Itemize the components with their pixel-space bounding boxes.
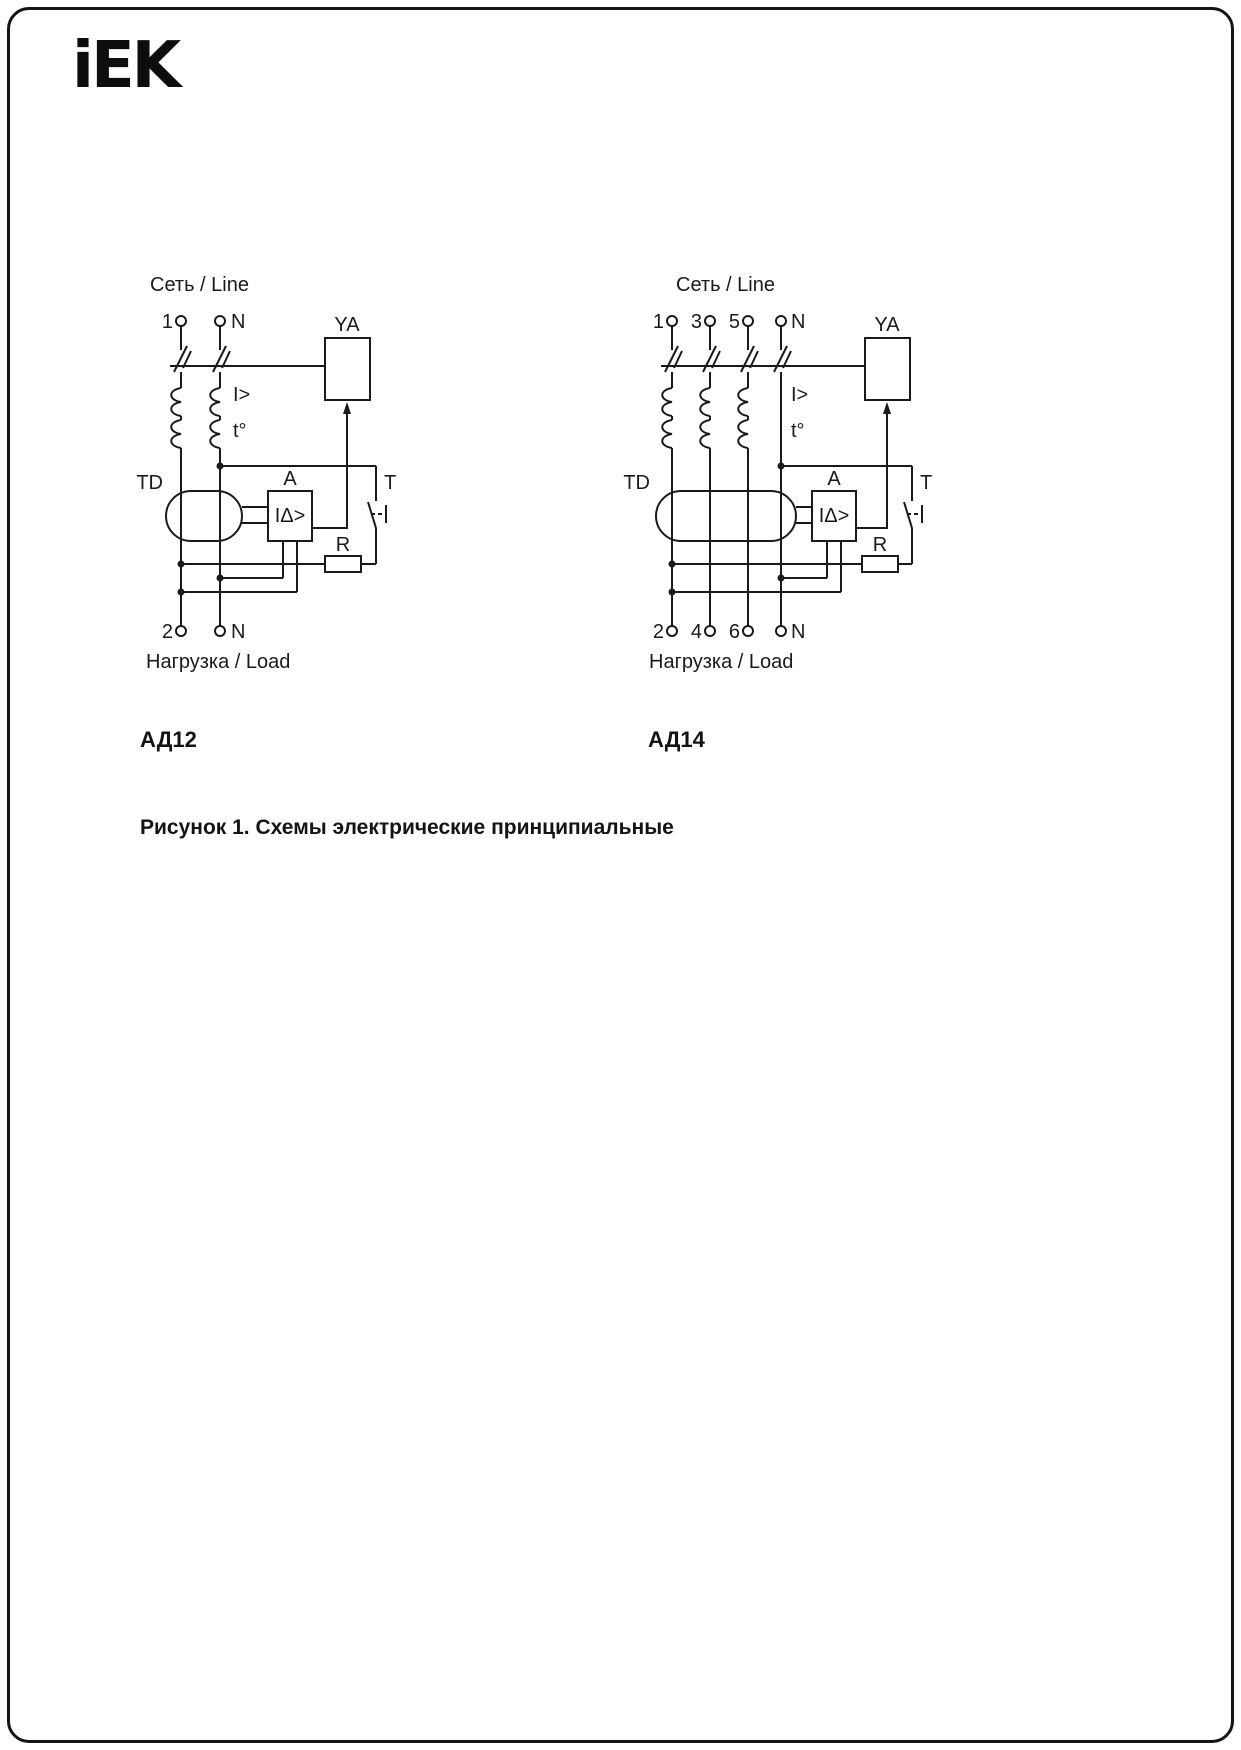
terminal-label: 3: [691, 311, 702, 333]
trip-coil-block: [324, 337, 371, 401]
trip-arrowhead: [883, 402, 891, 414]
amplifier-block: [811, 490, 857, 542]
resistor-block: [324, 555, 362, 573]
ad14-blocks: [655, 337, 911, 573]
iek-logo: iEK: [72, 29, 181, 103]
ad14-junction-dots: [668, 462, 785, 596]
test-button-label: T: [384, 472, 396, 494]
terminal-label: 1: [653, 311, 664, 333]
line-label: Сеть / Line: [676, 274, 775, 296]
load-label: Нагрузка / Load: [649, 651, 793, 673]
ad12-wires: [170, 326, 387, 626]
terminal-label: 6: [729, 621, 740, 643]
overcurrent-label: I>: [791, 384, 808, 406]
thermal-label: t°: [791, 420, 805, 442]
differential-transformer: [655, 490, 797, 542]
terminal-label: N: [791, 621, 805, 643]
ad12-junction-dots: [177, 462, 224, 596]
ad12-blocks: [165, 337, 371, 573]
trip-arrowhead: [343, 402, 351, 414]
test-button-label: T: [920, 472, 932, 494]
ad14-schematic: Сеть / Line 1 3 5 N YA I> t° TD A IΔ> T …: [623, 274, 932, 673]
trip-coil-label: YA: [874, 314, 900, 336]
ad14-terminals: [666, 315, 787, 637]
ad14-wires: [661, 326, 923, 626]
terminal-label: 2: [653, 621, 664, 643]
terminal-label: 1: [162, 311, 173, 333]
ad12-schematic: Сеть / Line 1 N YA I> t° TD A IΔ> T R 2 …: [136, 274, 396, 673]
resistor-label: R: [336, 534, 350, 556]
diff-current-label: IΔ>: [819, 505, 850, 527]
amplifier-label: A: [283, 468, 297, 490]
transformer-label: TD: [136, 472, 163, 494]
terminal-label: 4: [691, 621, 702, 643]
differential-transformer: [165, 490, 243, 542]
resistor-block: [861, 555, 899, 573]
terminal-label: N: [791, 311, 805, 333]
load-label: Нагрузка / Load: [146, 651, 290, 673]
model-label-ad14: АД14: [648, 727, 705, 752]
terminal-label: N: [231, 621, 245, 643]
amplifier-block: [267, 490, 313, 542]
model-label-ad12: АД12: [140, 727, 197, 752]
resistor-label: R: [873, 534, 887, 556]
trip-coil-label: YA: [334, 314, 360, 336]
ad12-terminals: [175, 315, 226, 637]
figure-caption: Рисунок 1. Схемы электрические принципиа…: [140, 816, 674, 839]
overcurrent-label: I>: [233, 384, 250, 406]
transformer-label: TD: [623, 472, 650, 494]
terminal-label: 2: [162, 621, 173, 643]
amplifier-label: A: [827, 468, 841, 490]
diff-current-label: IΔ>: [275, 505, 306, 527]
terminal-label: N: [231, 311, 245, 333]
line-label: Сеть / Line: [150, 274, 249, 296]
thermal-label: t°: [233, 420, 247, 442]
terminal-label: 5: [729, 311, 740, 333]
trip-coil-block: [864, 337, 911, 401]
